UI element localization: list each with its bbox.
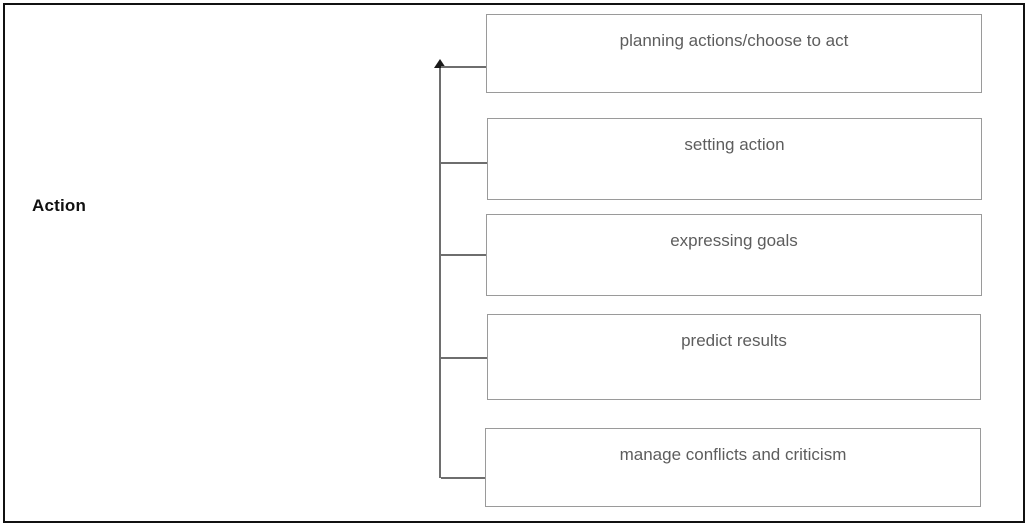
node-label: setting action xyxy=(684,135,785,154)
page-border-right xyxy=(1023,3,1025,523)
node-label: expressing goals xyxy=(670,231,798,250)
page-border-left xyxy=(3,3,5,523)
branch-connector xyxy=(441,66,493,68)
node-label: manage conflicts and criticism xyxy=(619,445,847,464)
node-box[interactable]: expressing goals xyxy=(486,214,982,296)
branch-connector xyxy=(441,357,493,359)
node-box[interactable]: setting action xyxy=(487,118,982,200)
node-label: predict results xyxy=(681,331,787,350)
page-border-top xyxy=(3,3,1025,5)
node-label: planning actions/choose to act xyxy=(619,31,849,50)
page-border-bottom xyxy=(3,521,1025,523)
node-box[interactable]: manage conflicts and criticism xyxy=(485,428,981,507)
root-label-action: Action xyxy=(32,196,87,215)
branch-connector xyxy=(441,477,493,479)
branch-connector xyxy=(441,162,493,164)
connector-spine xyxy=(439,66,441,478)
node-box[interactable]: predict results xyxy=(487,314,981,400)
arrow-up-icon xyxy=(434,59,446,68)
branch-connector xyxy=(441,254,493,256)
node-box[interactable]: planning actions/choose to act xyxy=(486,14,982,93)
